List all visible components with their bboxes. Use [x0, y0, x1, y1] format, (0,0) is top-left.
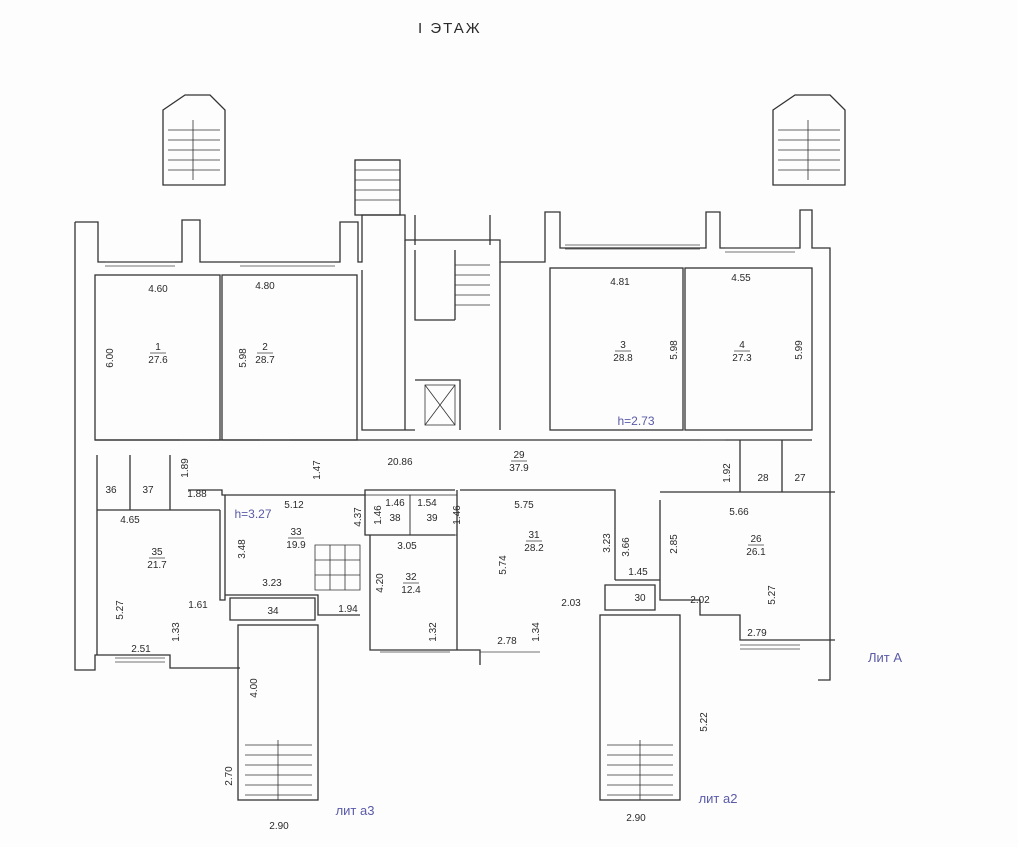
dimension-label: 4.80 — [255, 281, 275, 292]
room-area: 28.7 — [255, 355, 275, 366]
dimension-label: 2.70 — [224, 766, 235, 786]
dimension-label: 5.66 — [729, 507, 749, 518]
dimension-label: 2.90 — [269, 821, 289, 832]
room-number: 38 — [389, 513, 401, 524]
dimension-label: 5.74 — [498, 555, 509, 575]
dimension-label: 4.55 — [731, 273, 751, 284]
dimension-label: 2.78 — [497, 636, 517, 647]
dimension-label: 3.66 — [621, 537, 632, 557]
dimension-label: 4.00 — [249, 678, 260, 698]
dimension-label: 1.32 — [428, 622, 439, 642]
dimension-label: 4.20 — [375, 573, 386, 593]
room-area: 27.6 — [148, 355, 168, 366]
dimension-label: 2.02 — [690, 595, 710, 606]
plan-title: I ЭТАЖ — [418, 20, 482, 37]
dimension-label: 3.23 — [602, 533, 613, 553]
dimension-label: 2.51 — [131, 644, 151, 655]
dimension-label: 1.89 — [180, 458, 191, 478]
dimension-label: 1.34 — [531, 622, 542, 642]
room-area: 19.9 — [286, 540, 306, 551]
room-area: 27.3 — [732, 353, 752, 364]
ceiling-height-label: h=3.27 — [234, 507, 271, 521]
dimension-label: 1.92 — [722, 463, 733, 483]
stairs — [162, 94, 846, 801]
dimension-label: 5.22 — [699, 712, 710, 732]
windows — [105, 244, 800, 663]
dimension-label: 4.37 — [353, 507, 364, 527]
dimension-label: 1.54 — [417, 498, 437, 509]
dimension-label: 1.46 — [373, 505, 384, 525]
building-walls — [74, 209, 835, 681]
dimension-label: 5.27 — [767, 585, 778, 605]
room-number: 26 — [750, 534, 762, 545]
dimension-label: 1.94 — [338, 604, 358, 615]
dimension-label: 3.48 — [237, 539, 248, 559]
dimension-label: 1.33 — [171, 622, 182, 642]
dimension-label: 1.47 — [312, 460, 323, 480]
dimension-label: 20.86 — [387, 457, 412, 468]
building-letter-label: Лит А — [868, 650, 902, 665]
room-area: 28.2 — [524, 543, 544, 554]
room-area: 37.9 — [509, 463, 529, 474]
room-area: 21.7 — [147, 560, 167, 571]
room-number: 36 — [105, 485, 117, 496]
dimension-label: 2.90 — [626, 813, 646, 824]
dimension-label: 4.65 — [120, 515, 140, 526]
dimension-label: 1.46 — [452, 505, 463, 525]
room-number: 32 — [405, 572, 417, 583]
room-area: 26.1 — [746, 547, 766, 558]
room-number: 30 — [634, 593, 646, 604]
room-number: 4 — [739, 340, 745, 351]
dimension-label: 1.61 — [188, 600, 208, 611]
dimension-label: 5.99 — [794, 340, 805, 360]
room-number: 1 — [155, 342, 161, 353]
dimension-label: 5.98 — [238, 348, 249, 368]
dimension-label: 5.98 — [669, 340, 680, 360]
room-area: 28.8 — [613, 353, 633, 364]
dimension-label: 1.88 — [187, 489, 207, 500]
dimension-label: 2.79 — [747, 628, 767, 639]
room-number: 29 — [513, 450, 525, 461]
dimension-label: 2.85 — [669, 534, 680, 554]
room-number: 28 — [757, 473, 769, 484]
dimension-label: 2.03 — [561, 598, 581, 609]
dimension-label: 4.81 — [610, 277, 630, 288]
building-letter-label: лит а2 — [699, 791, 738, 806]
dimension-label: 5.75 — [514, 500, 534, 511]
room-number: 33 — [290, 527, 302, 538]
dimension-label: 3.23 — [262, 578, 282, 589]
room-number: 34 — [267, 606, 279, 617]
dimension-label: 4.60 — [148, 284, 168, 295]
room-number: 35 — [151, 547, 163, 558]
dimension-label: 6.00 — [105, 348, 116, 368]
dimension-label: 5.12 — [284, 500, 304, 511]
dimension-label: 3.05 — [397, 541, 417, 552]
dimension-label: 1.46 — [385, 498, 405, 509]
room-number: 39 — [426, 513, 438, 524]
room-number: 2 — [262, 342, 268, 353]
ceiling-height-label: h=2.73 — [617, 414, 654, 428]
room-number: 31 — [528, 530, 540, 541]
dimension-label: 1.45 — [628, 567, 648, 578]
room-number: 27 — [794, 473, 806, 484]
room-area: 12.4 — [401, 585, 421, 596]
room-number: 3 — [620, 340, 626, 351]
dimension-label: 5.27 — [115, 600, 126, 620]
building-letter-label: лит а3 — [336, 803, 375, 818]
room-number: 37 — [142, 485, 154, 496]
